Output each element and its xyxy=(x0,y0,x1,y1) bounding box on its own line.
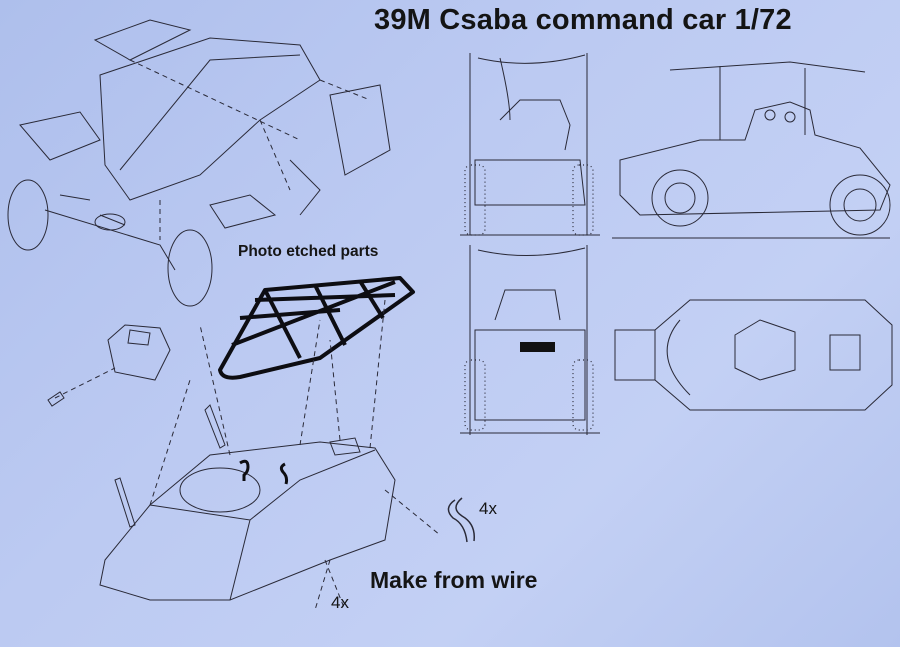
rod-quantity-label: 4x xyxy=(331,593,349,612)
photo-etched-parts-label: Photo etched parts xyxy=(238,243,379,260)
wire-hook-part xyxy=(447,497,475,543)
cupola-part xyxy=(47,324,171,407)
lower-hull-assembly xyxy=(99,299,441,611)
make-from-wire-label: Make from wire xyxy=(370,567,538,593)
side-view-drawing xyxy=(612,61,891,239)
sheet-title: 39M Csaba command car 1/72 xyxy=(374,4,792,36)
hook-quantity-label: 4x xyxy=(479,499,497,518)
rear-view-drawing xyxy=(460,245,600,435)
front-view-drawing xyxy=(460,53,600,236)
photo-etched-frame xyxy=(218,276,415,380)
top-view-drawing xyxy=(614,299,893,411)
exploded-hull-assembly xyxy=(7,19,391,307)
